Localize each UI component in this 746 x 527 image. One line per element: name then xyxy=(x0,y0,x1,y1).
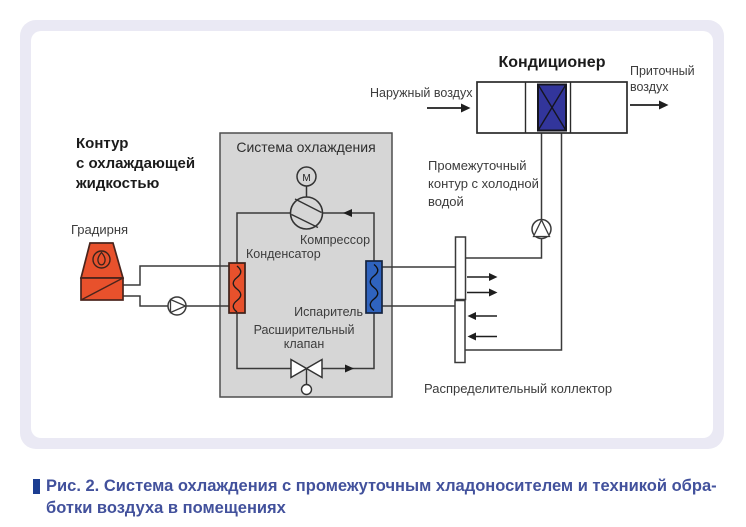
supply-air-label: Приточный воздух xyxy=(630,64,695,94)
condenser-label: Конденсатор xyxy=(246,247,321,261)
caption-text: Рис. 2. Система охлаждения с промежуточн… xyxy=(46,477,717,517)
evaporator-icon xyxy=(365,260,383,314)
cooling-tower-label: Градирня xyxy=(71,222,129,237)
expansion-valve-icon xyxy=(290,358,323,396)
supply-air-arrow-icon xyxy=(630,100,669,110)
compressor-icon xyxy=(289,196,324,230)
cooling-system-title: Система охлаждения xyxy=(236,139,376,155)
supply-arrow-icon xyxy=(489,288,498,297)
cooling-tower-icon xyxy=(79,242,125,301)
air-handler-unit xyxy=(476,81,628,134)
distribution-manifold-label: Распределительный коллектор xyxy=(424,381,613,396)
distribution-manifold xyxy=(454,236,498,364)
return-arrow-icon xyxy=(467,312,476,320)
intermediate-circuit-label: Промежуточный контур с холодной водой xyxy=(428,158,539,209)
caption-bullet-icon xyxy=(33,479,40,494)
outside-air-arrow-icon xyxy=(427,103,471,113)
motor-letter: М xyxy=(302,173,311,184)
evaporator-label: Испаритель xyxy=(294,305,363,319)
condenser-icon xyxy=(228,262,246,314)
cooling-coil-icon xyxy=(537,83,567,132)
return-arrow-icon xyxy=(467,332,476,341)
pump-icon xyxy=(167,296,188,316)
motor-icon xyxy=(296,166,317,197)
chilled-water-pipes xyxy=(382,133,563,351)
outside-air-label: Наружный воздух xyxy=(370,86,473,100)
conditioner-title: Кондиционер xyxy=(498,54,606,71)
coolant-circuit-title: Контур с охлаждающей жидкостью xyxy=(76,135,196,192)
refrigerant-pipes xyxy=(236,212,375,370)
compressor-label: Компрессор xyxy=(300,233,371,247)
expansion-valve-label: Расширительный клапан xyxy=(253,323,355,351)
liquid-flow-arrow-icon xyxy=(345,364,354,373)
droplet-icon xyxy=(97,251,106,266)
pump-icon xyxy=(531,218,552,240)
suction-flow-arrow-icon xyxy=(343,209,352,217)
supply-arrow-icon xyxy=(489,273,498,281)
